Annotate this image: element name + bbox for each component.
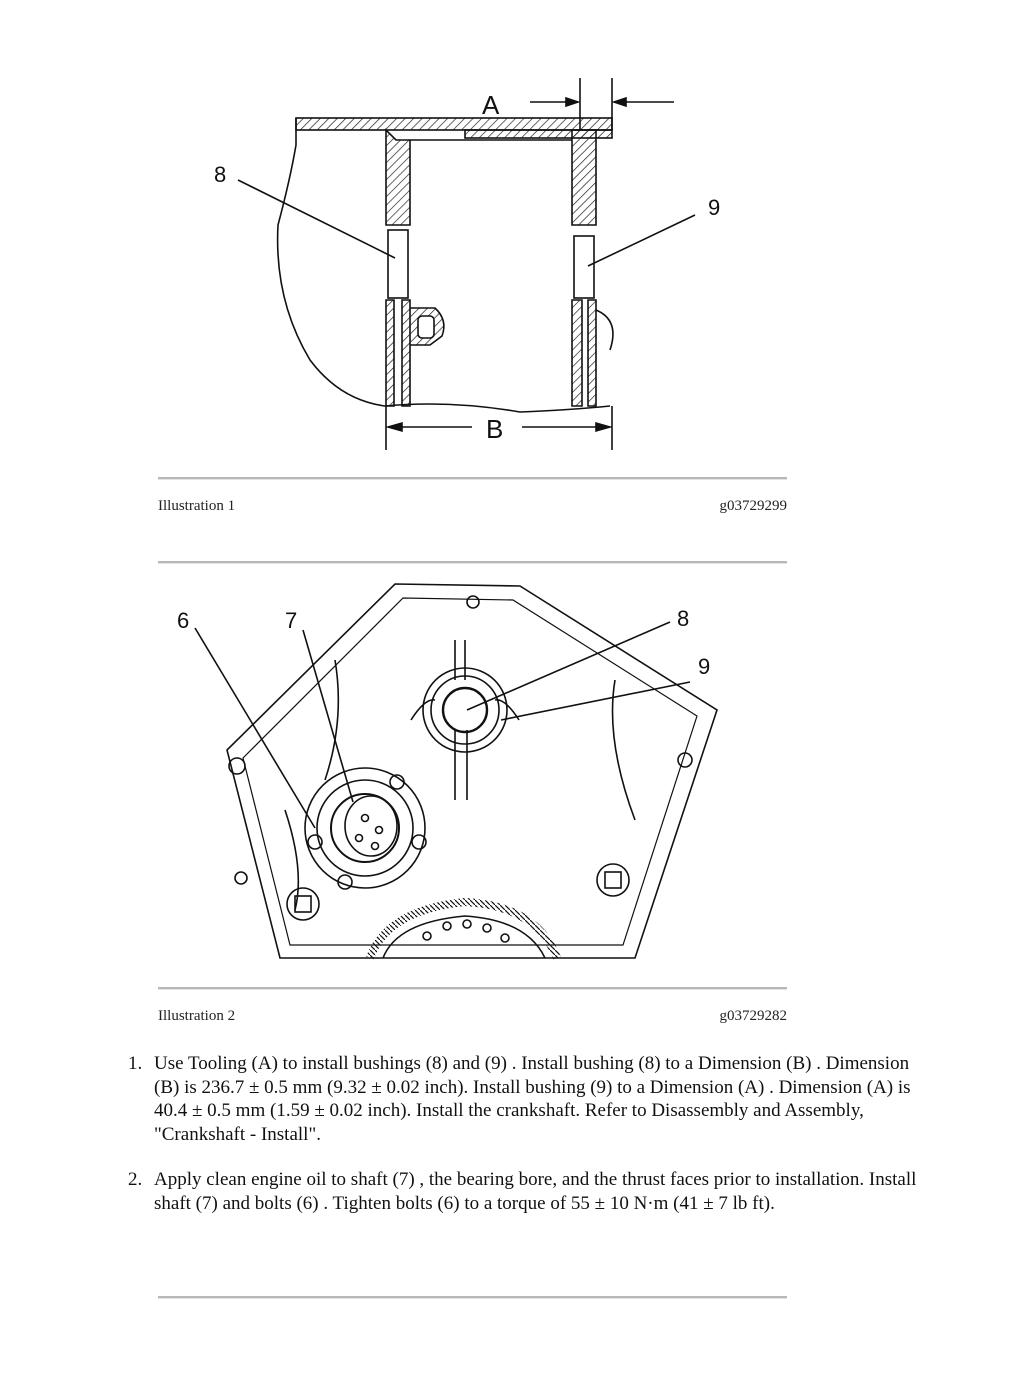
step-text: Apply clean engine oil to shaft (7) , th… bbox=[154, 1169, 917, 1214]
step-number: 1. bbox=[128, 1053, 143, 1074]
illustration-1-drawing: A B 8 9 bbox=[214, 78, 720, 450]
dimension-a-label: A bbox=[482, 90, 500, 120]
divider bbox=[158, 477, 787, 480]
callout-9: 9 bbox=[708, 195, 720, 220]
dimension-b-label: B bbox=[486, 414, 503, 444]
illustration-2-drawing: 6 7 8 9 bbox=[177, 583, 718, 960]
callout-7: 7 bbox=[285, 608, 297, 633]
illustration-title: Illustration 1 bbox=[158, 498, 236, 514]
step-number: 2. bbox=[128, 1169, 143, 1190]
divider bbox=[158, 1296, 787, 1299]
illustration-code: g03729282 bbox=[719, 1008, 788, 1024]
divider bbox=[158, 561, 787, 564]
list-item: 2. Apply clean engine oil to shaft (7) ,… bbox=[118, 1168, 918, 1215]
step-text: Use Tooling (A) to install bushings (8) … bbox=[154, 1053, 911, 1145]
callout-9: 9 bbox=[698, 654, 710, 679]
illustration-code: g03729299 bbox=[719, 498, 788, 514]
callout-8: 8 bbox=[677, 606, 689, 631]
callout-6: 6 bbox=[177, 608, 189, 633]
callout-8: 8 bbox=[214, 162, 226, 187]
procedure-steps: 1. Use Tooling (A) to install bushings (… bbox=[118, 1052, 918, 1237]
list-item: 1. Use Tooling (A) to install bushings (… bbox=[118, 1052, 918, 1146]
divider bbox=[158, 987, 787, 990]
illustration-title: Illustration 2 bbox=[158, 1008, 236, 1024]
